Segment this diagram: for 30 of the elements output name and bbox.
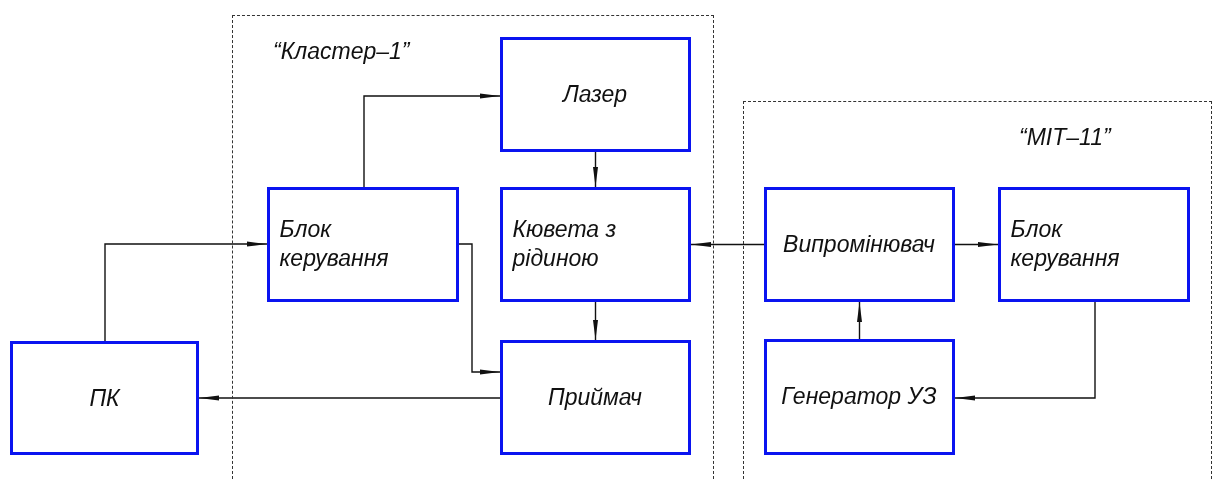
block-box xyxy=(499,186,691,302)
arrow xyxy=(954,242,999,247)
block-label: ПК xyxy=(88,383,122,413)
block-box xyxy=(499,36,691,152)
block-box xyxy=(499,339,691,455)
arrow xyxy=(198,395,501,401)
dashed-group-frame xyxy=(743,101,1212,479)
block-label: Генератор УЗ xyxy=(780,382,938,411)
block-box xyxy=(763,186,955,302)
arrow xyxy=(363,93,501,188)
block-box xyxy=(763,338,955,455)
block-label: Блок керування xyxy=(278,215,390,273)
block-label: Кювета з рідиною xyxy=(511,215,618,273)
arrow xyxy=(593,151,598,188)
block-box xyxy=(997,186,1190,302)
block-label: Блок керування xyxy=(1009,215,1121,273)
group-title: “Кластер–1” xyxy=(273,38,410,65)
block-label: Випромінювач xyxy=(782,229,936,259)
block-box xyxy=(266,186,459,302)
arrow xyxy=(954,301,1096,401)
arrow xyxy=(857,301,862,340)
group-title: “МІТ–11” xyxy=(1019,124,1111,151)
block-box xyxy=(10,341,199,455)
arrow xyxy=(690,242,765,247)
arrow xyxy=(104,241,268,342)
block-label: Приймач xyxy=(547,382,643,412)
dashed-group-frame xyxy=(232,15,714,479)
arrow xyxy=(593,301,598,341)
arrow xyxy=(458,243,501,375)
block-label: Лазер xyxy=(561,79,629,109)
